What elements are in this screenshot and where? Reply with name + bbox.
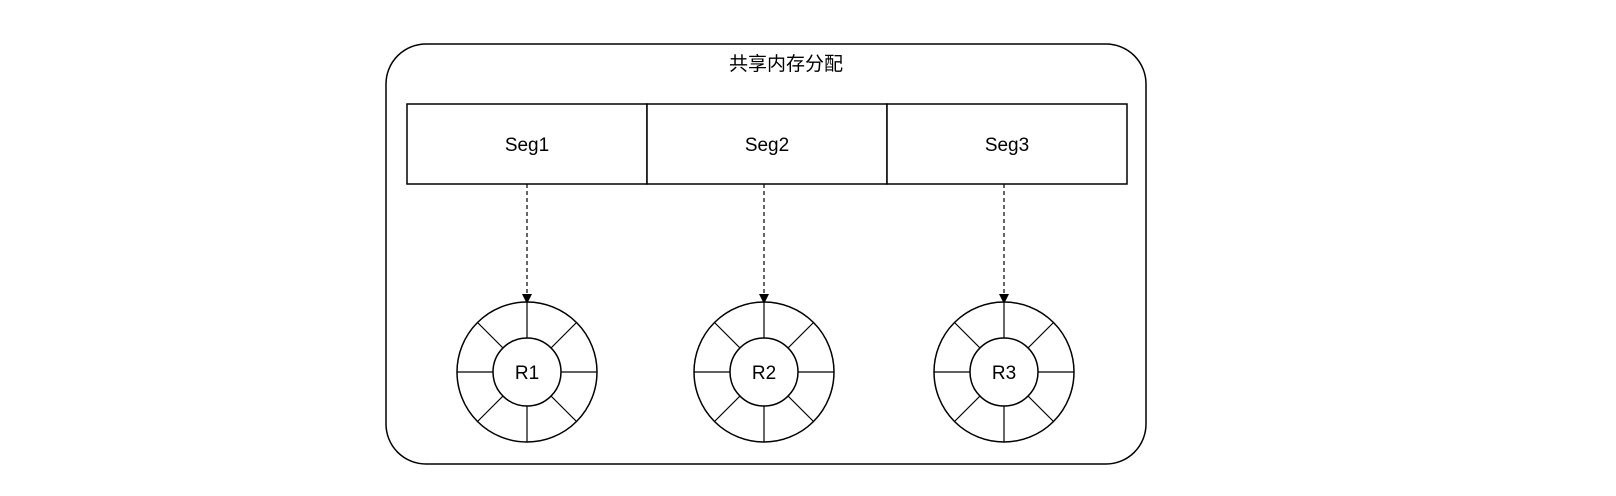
ring-dividers — [934, 302, 1074, 442]
ring-buffer-r2: R2 — [693, 301, 835, 443]
segment-label-seg2: Seg2 — [745, 135, 789, 156]
ring-dividers — [694, 302, 834, 442]
segment-label-seg1: Seg1 — [505, 135, 549, 156]
segment-seg2 — [646, 103, 888, 185]
segment-label-seg3: Seg3 — [985, 135, 1029, 156]
segment-row: Seg1 Seg2 Seg3 — [406, 103, 1128, 185]
ring-label-r1: R1 — [515, 363, 539, 384]
ring-buffer-r3: R3 — [933, 301, 1075, 443]
container-title: 共享内存分配 — [729, 53, 843, 75]
ring-label-r3: R3 — [992, 363, 1016, 384]
ring-label-r2: R2 — [752, 363, 776, 384]
segment-seg3 — [886, 103, 1128, 185]
ring-dividers — [457, 302, 597, 442]
ring-buffer-r1: R1 — [456, 301, 598, 443]
segment-seg1 — [406, 103, 648, 185]
